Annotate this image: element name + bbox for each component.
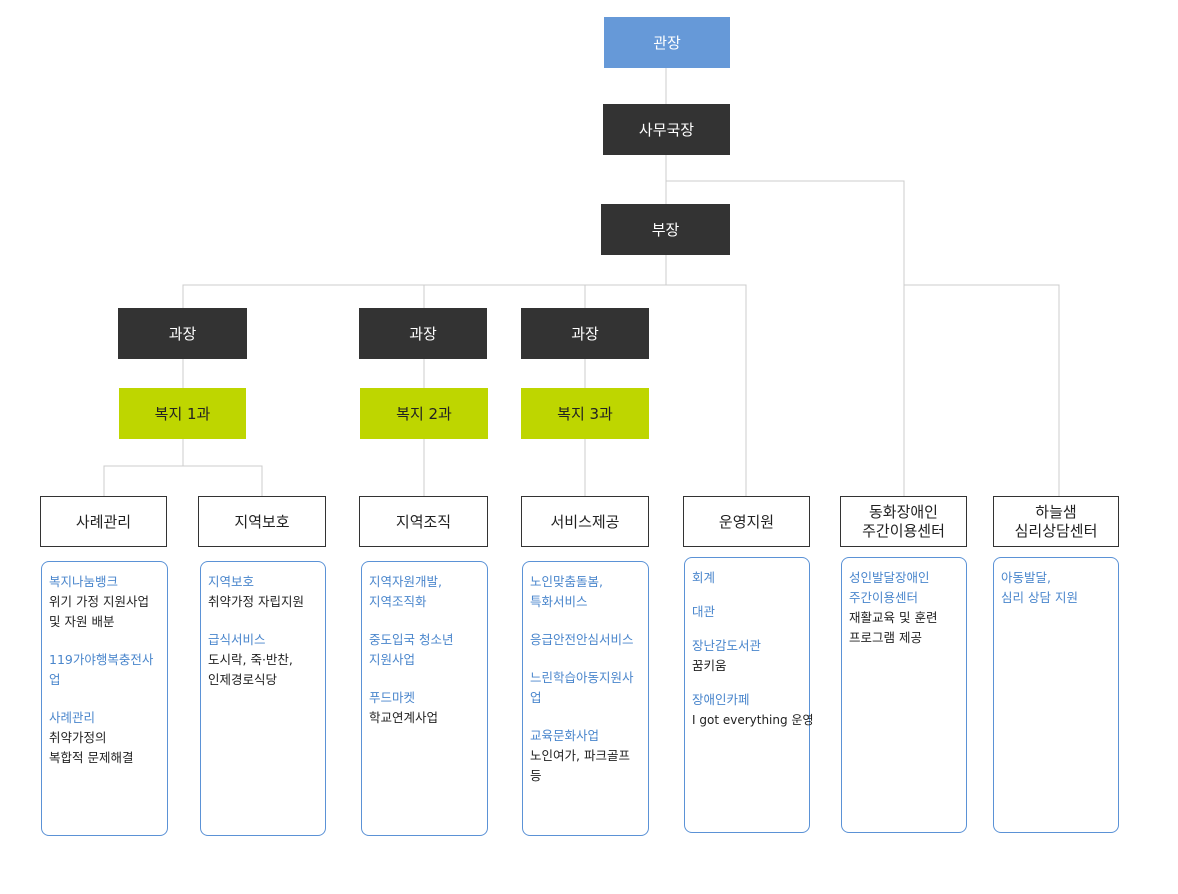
detail-panel-community-protection: 지역보호 취약가정 자립지원 급식서비스 도시락, 죽·반찬, 인제경로식당 <box>200 561 326 836</box>
detail-panel-operations-support: 회계 대관 장난감도서관 꿈키움 장애인카페 I got everything … <box>684 557 814 833</box>
detail-item: 장애인카페 I got everything 운영 <box>692 690 814 730</box>
detail-item: 지역보호 취약가정 자립지원 <box>208 572 319 612</box>
detail-item-title: 지역자원개발, 지역조직화 <box>369 574 442 609</box>
detail-item: 성인발달장애인 주간이용센터 재활교육 및 훈련 프로그램 제공 <box>849 568 960 648</box>
detail-item-desc: 위기 가정 지원사업 및 자원 배분 <box>49 594 149 629</box>
detail-item: 회계 <box>692 568 803 588</box>
manager-box-3: 과장 <box>521 308 649 359</box>
manager-box-2: 과장 <box>359 308 487 359</box>
detail-item-title: 느린학습아동지원사업 <box>530 670 634 705</box>
detail-item-title: 복지나눔뱅크 <box>49 574 119 589</box>
detail-item: 복지나눔뱅크 위기 가정 지원사업 및 자원 배분 <box>49 572 161 632</box>
detail-panel-counseling-center: 아동발달, 심리 상담 지원 <box>993 557 1119 833</box>
detail-item-title: 아동발달, 심리 상담 지원 <box>1001 570 1078 605</box>
detail-item-desc: 도시락, 죽·반찬, 인제경로식당 <box>208 652 293 687</box>
detail-item: 대관 <box>692 602 803 622</box>
detail-item-title: 장애인카페 <box>692 692 750 707</box>
detail-item-title: 교육문화사업 <box>530 728 600 743</box>
detail-item: 교육문화사업 노인여가, 파크골프 등 <box>530 726 642 786</box>
director-box: 관장 <box>604 17 730 68</box>
detail-panel-case-management: 복지나눔뱅크 위기 가정 지원사업 및 자원 배분 119가야행복충전사업 사례… <box>41 561 168 836</box>
detail-item-desc: 취약가정의 복합적 문제해결 <box>49 730 134 765</box>
detail-item: 아동발달, 심리 상담 지원 <box>1001 568 1112 608</box>
detail-panel-day-center: 성인발달장애인 주간이용센터 재활교육 및 훈련 프로그램 제공 <box>841 557 967 833</box>
detail-item-desc: 학교연계사업 <box>369 710 439 725</box>
detail-item-title: 장난감도서관 <box>692 638 762 653</box>
deputy-box: 부장 <box>601 204 730 255</box>
detail-item-desc: 취약가정 자립지원 <box>208 594 304 609</box>
line-right-branch-counseling <box>904 284 1060 496</box>
team-box-counseling-center: 하늘샘 심리상담센터 <box>993 496 1119 547</box>
detail-item-desc: 재활교육 및 훈련 프로그램 제공 <box>849 610 938 645</box>
line-branch-right <box>666 284 747 496</box>
detail-item-title: 지역보호 <box>208 574 255 589</box>
detail-item: 푸드마켓 학교연계사업 <box>369 688 481 728</box>
detail-item: 장난감도서관 꿈키움 <box>692 636 803 676</box>
detail-item-desc: 노인여가, 파크골프 등 <box>530 748 630 783</box>
detail-item: 노인맞춤돌봄, 특화서비스 <box>530 572 642 612</box>
division-box-3: 복지 3과 <box>521 388 649 439</box>
team-box-day-center: 동화장애인 주간이용센터 <box>840 496 967 547</box>
division-box-1: 복지 1과 <box>119 388 246 439</box>
detail-item: 중도입국 청소년 지원사업 <box>369 630 481 670</box>
detail-item-title: 중도입국 청소년 지원사업 <box>369 632 454 667</box>
detail-panel-service-provision: 노인맞춤돌봄, 특화서비스 응급안전안심서비스 느린학습아동지원사업 교육문화사… <box>522 561 649 836</box>
detail-item: 119가야행복충전사업 <box>49 650 161 690</box>
detail-item: 사례관리 취약가정의 복합적 문제해결 <box>49 708 161 768</box>
detail-item-title: 응급안전안심서비스 <box>530 632 634 647</box>
detail-item-title: 노인맞춤돌봄, 특화서비스 <box>530 574 603 609</box>
detail-item: 응급안전안심서비스 <box>530 630 642 650</box>
detail-item: 지역자원개발, 지역조직화 <box>369 572 481 612</box>
detail-panel-community-organization: 지역자원개발, 지역조직화 중도입국 청소년 지원사업 푸드마켓 학교연계사업 <box>361 561 488 836</box>
detail-item-desc: 꿈키움 <box>692 658 727 673</box>
secretary-general-box: 사무국장 <box>603 104 730 155</box>
detail-item-desc: I got everything 운영 <box>692 713 814 727</box>
division-box-2: 복지 2과 <box>360 388 488 439</box>
team-box-service-provision: 서비스제공 <box>521 496 649 547</box>
team-box-community-protection: 지역보호 <box>198 496 326 547</box>
detail-item-title: 급식서비스 <box>208 632 266 647</box>
detail-item: 느린학습아동지원사업 <box>530 668 642 708</box>
detail-item-title: 회계 <box>692 570 716 585</box>
detail-item-title: 사례관리 <box>49 710 96 725</box>
manager-box-1: 과장 <box>118 308 247 359</box>
team-box-case-management: 사례관리 <box>40 496 167 547</box>
team-box-operations-support: 운영지원 <box>683 496 810 547</box>
line-div1-teams <box>103 439 263 496</box>
detail-item-title: 푸드마켓 <box>369 690 416 705</box>
detail-item-title: 119가야행복충전사업 <box>49 652 154 687</box>
detail-item-title: 대관 <box>692 604 716 619</box>
line-secretary-right-branch <box>666 180 905 496</box>
team-box-community-organization: 지역조직 <box>359 496 488 547</box>
detail-item-title: 성인발달장애인 주간이용센터 <box>849 570 930 605</box>
detail-item: 급식서비스 도시락, 죽·반찬, 인제경로식당 <box>208 630 319 690</box>
